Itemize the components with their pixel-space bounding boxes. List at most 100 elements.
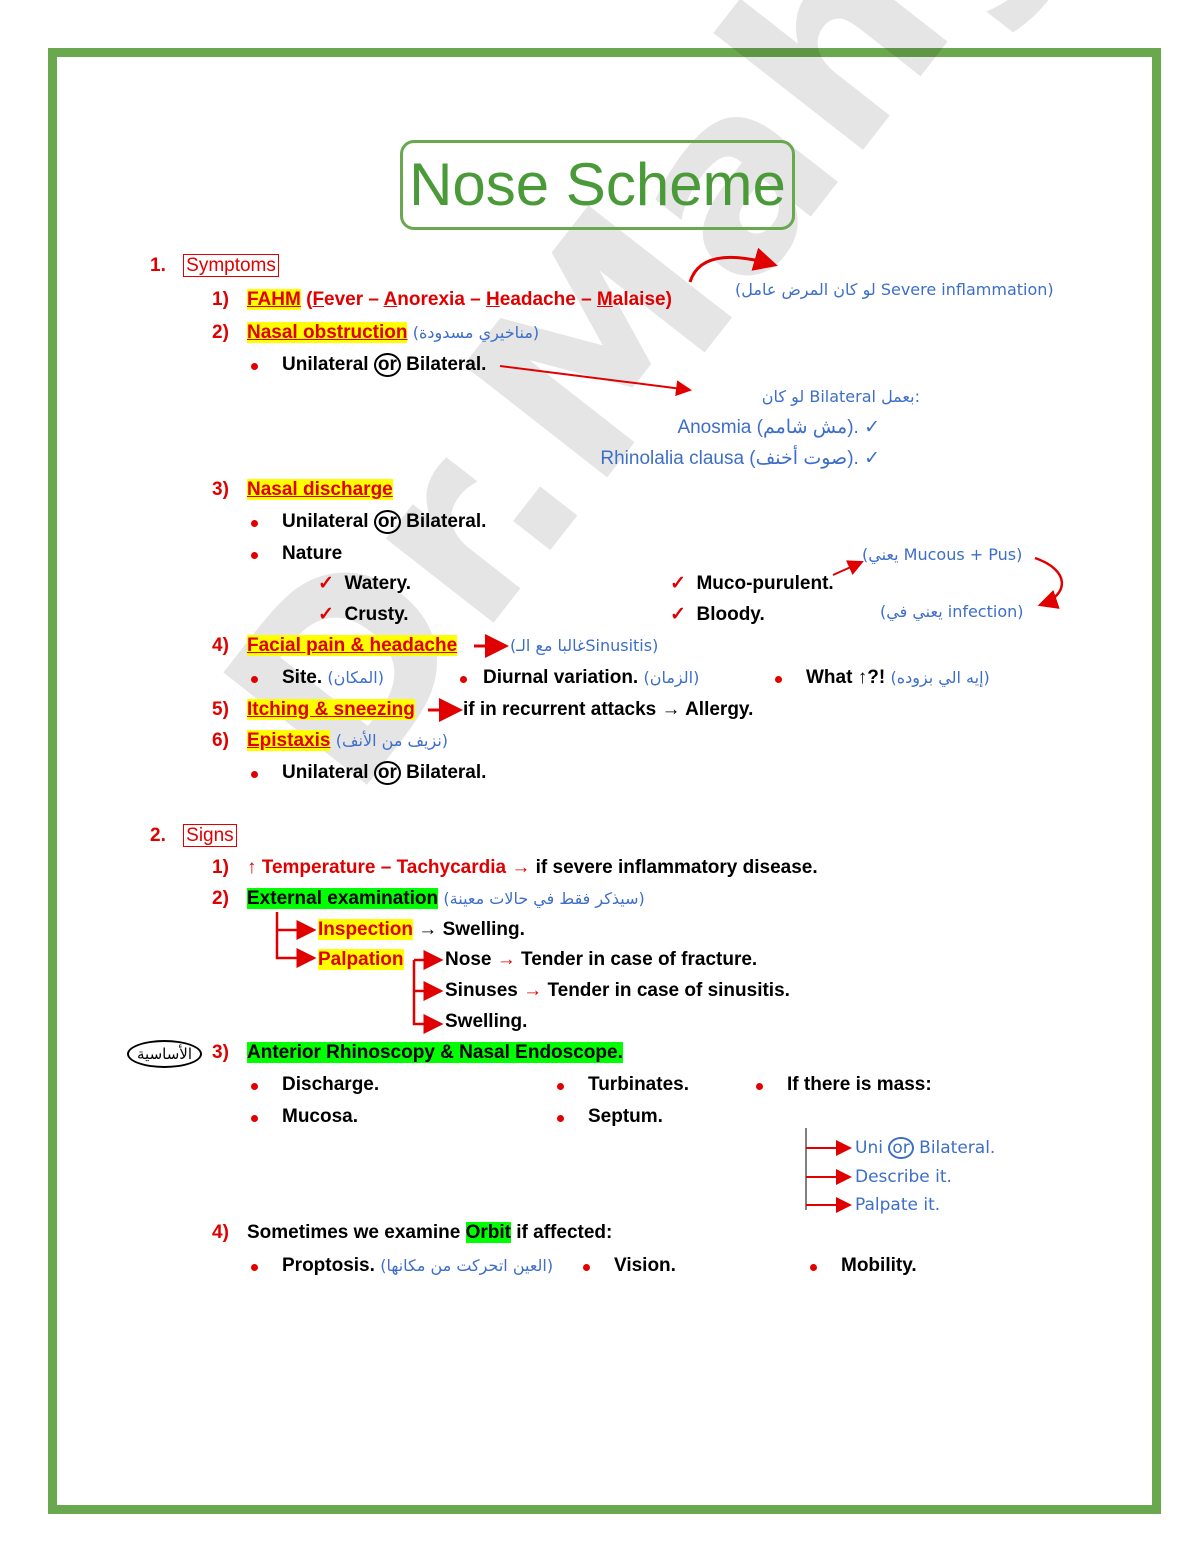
text: if affected:	[511, 1222, 613, 1243]
external-exam-label: External examination	[247, 888, 439, 909]
fahm-label: FAHM	[247, 289, 301, 310]
what-increases: What ↑?! (إيه الي بزوده)	[806, 666, 990, 690]
epistaxis-line: Epistaxis (نزيف من الأنف)	[247, 729, 448, 753]
temperature-line: ↑ Temperature – Tachycardia → if severe …	[247, 856, 818, 880]
facial-pain-line: Facial pain & headache	[247, 634, 458, 658]
orbit-highlight: Orbit	[465, 1222, 511, 1243]
palp-sinuses: Sinuses → Tender in case of sinusitis.	[445, 979, 790, 1003]
itching-line: Itching & sneezing	[247, 698, 415, 722]
text: Bloody.	[696, 604, 765, 625]
mucopurulent-note: (يعني Mucous + Pus)	[862, 545, 1023, 564]
orbit-line: Sometimes we examine Orbit if affected:	[247, 1221, 612, 1245]
bullet	[251, 1115, 258, 1122]
obstruction-side: Unilateral or Bilateral.	[282, 353, 486, 377]
fahm-ever: ever –	[324, 289, 384, 310]
text: (العين اتحركت من مكانها)	[380, 1256, 554, 1275]
text: Bilateral.	[400, 511, 487, 532]
fahm-alaise: alaise)	[612, 289, 672, 310]
mucopurulent-arrow	[832, 560, 864, 576]
item-number: 3)	[212, 1042, 229, 1063]
fahm-open: (	[300, 289, 313, 310]
fahm-arrow	[688, 247, 778, 283]
item-number: 1)	[212, 857, 229, 878]
section-symptoms: 1. Symptoms	[150, 254, 279, 278]
orbit-vision: Vision.	[614, 1255, 676, 1276]
section-title: Signs	[183, 824, 237, 847]
diurnal: Diurnal variation. (الزمان)	[483, 666, 699, 690]
palpation-line: Palpation	[318, 948, 404, 972]
or-circle: or	[373, 510, 401, 534]
inspection-line: Inspection → Swelling.	[318, 918, 525, 942]
text: Muco-purulent.	[696, 573, 834, 594]
fahm-f: F	[312, 289, 325, 310]
temperature-red: ↑ Temperature – Tachycardia →	[247, 857, 536, 878]
palp-swelling: Swelling.	[445, 1011, 528, 1032]
text: Uni	[855, 1138, 889, 1158]
or-circle: or	[373, 353, 401, 377]
bullet	[251, 363, 258, 370]
bullet	[557, 1115, 564, 1122]
palpation-branch	[275, 912, 317, 968]
external-exam-ar: (سيذكر فقط في حالات معينة)	[443, 889, 645, 908]
itching-text: if in recurrent attacks → Allergy.	[463, 699, 754, 720]
or-circle: or	[373, 761, 401, 785]
nature-label: Nature	[282, 543, 343, 564]
rhino-mass: If there is mass:	[787, 1074, 932, 1095]
fahm-line: FAHM (Fever – Anorexia – Headache – Mala…	[247, 288, 672, 312]
rhinoscopy-label: Anterior Rhinoscopy & Nasal Endoscope.	[247, 1042, 623, 1063]
bilateral-arrow	[499, 365, 692, 397]
section-signs: 2. Signs	[150, 824, 237, 848]
section-number: 2.	[150, 825, 166, 846]
item-number: 1)	[212, 289, 229, 310]
text: Sinuses	[445, 980, 524, 1001]
rhino-turbinates: Turbinates.	[588, 1074, 689, 1095]
bullet	[251, 552, 258, 559]
bullet	[251, 520, 258, 527]
text: (إيه الي بزوده)	[890, 668, 990, 687]
fahm-h: H	[486, 289, 500, 310]
rhinolalia-line: Rhinolalia clausa (صوت أخنف). ✓	[600, 448, 880, 469]
text: Sometimes we examine	[247, 1222, 466, 1243]
text: (المكان)	[327, 668, 384, 687]
text: What ↑?!	[806, 667, 886, 688]
fahm-a: A	[383, 289, 398, 310]
epistaxis-label: Epistaxis	[247, 730, 331, 751]
bullet	[251, 1264, 258, 1271]
palpation-label: Palpation	[318, 949, 404, 970]
epistaxis-ar: (نزيف من الأنف)	[335, 731, 449, 750]
bullet	[756, 1083, 763, 1090]
item-number: 3)	[212, 479, 229, 500]
text: Crusty.	[344, 604, 409, 625]
nature-bloody: ✓ Bloody.	[670, 604, 765, 625]
text: (الزمان)	[643, 668, 700, 687]
palp-nose: Nose → Tender in case of fracture.	[445, 948, 757, 972]
rhino-mucosa: Mucosa.	[282, 1106, 359, 1127]
itching-label: Itching & sneezing	[247, 699, 415, 720]
bullet	[583, 1264, 590, 1271]
item-number: 6)	[212, 730, 229, 751]
discharge-label: Nasal discharge	[247, 479, 393, 500]
bullet	[557, 1083, 564, 1090]
text: Bilateral.	[400, 354, 487, 375]
bloody-note: (يعني في infection)	[880, 602, 1024, 621]
nature-crusty: ✓ Crusty.	[318, 604, 409, 625]
mass-palpate: Palpate it.	[855, 1195, 941, 1215]
epistaxis-side: Unilateral or Bilateral.	[282, 761, 486, 785]
inspection-text: → Swelling.	[413, 919, 525, 940]
page-title: Nose Scheme	[409, 151, 786, 218]
temperature-text: if severe inflammatory disease.	[535, 857, 818, 878]
obstruction-ar: (مناخيري مسدودة)	[412, 323, 540, 342]
bullet	[251, 771, 258, 778]
text: Bilateral.	[913, 1138, 996, 1158]
facial-pain-ar: (غالبا مع الـSinusitis)	[510, 636, 659, 655]
nature-mucopurulent: ✓ Muco-purulent.	[670, 573, 834, 594]
external-exam-line: External examination (سيذكر فقط في حالات…	[247, 887, 645, 911]
text: Tender in case of sinusitis.	[547, 980, 790, 1001]
text: Unilateral	[282, 511, 374, 532]
fahm-norexia: norexia –	[397, 289, 487, 310]
item-number: 4)	[212, 635, 229, 656]
nature-watery: ✓ Watery.	[318, 573, 412, 594]
item-number: 5)	[212, 699, 229, 720]
mass-describe: Describe it.	[855, 1167, 952, 1187]
